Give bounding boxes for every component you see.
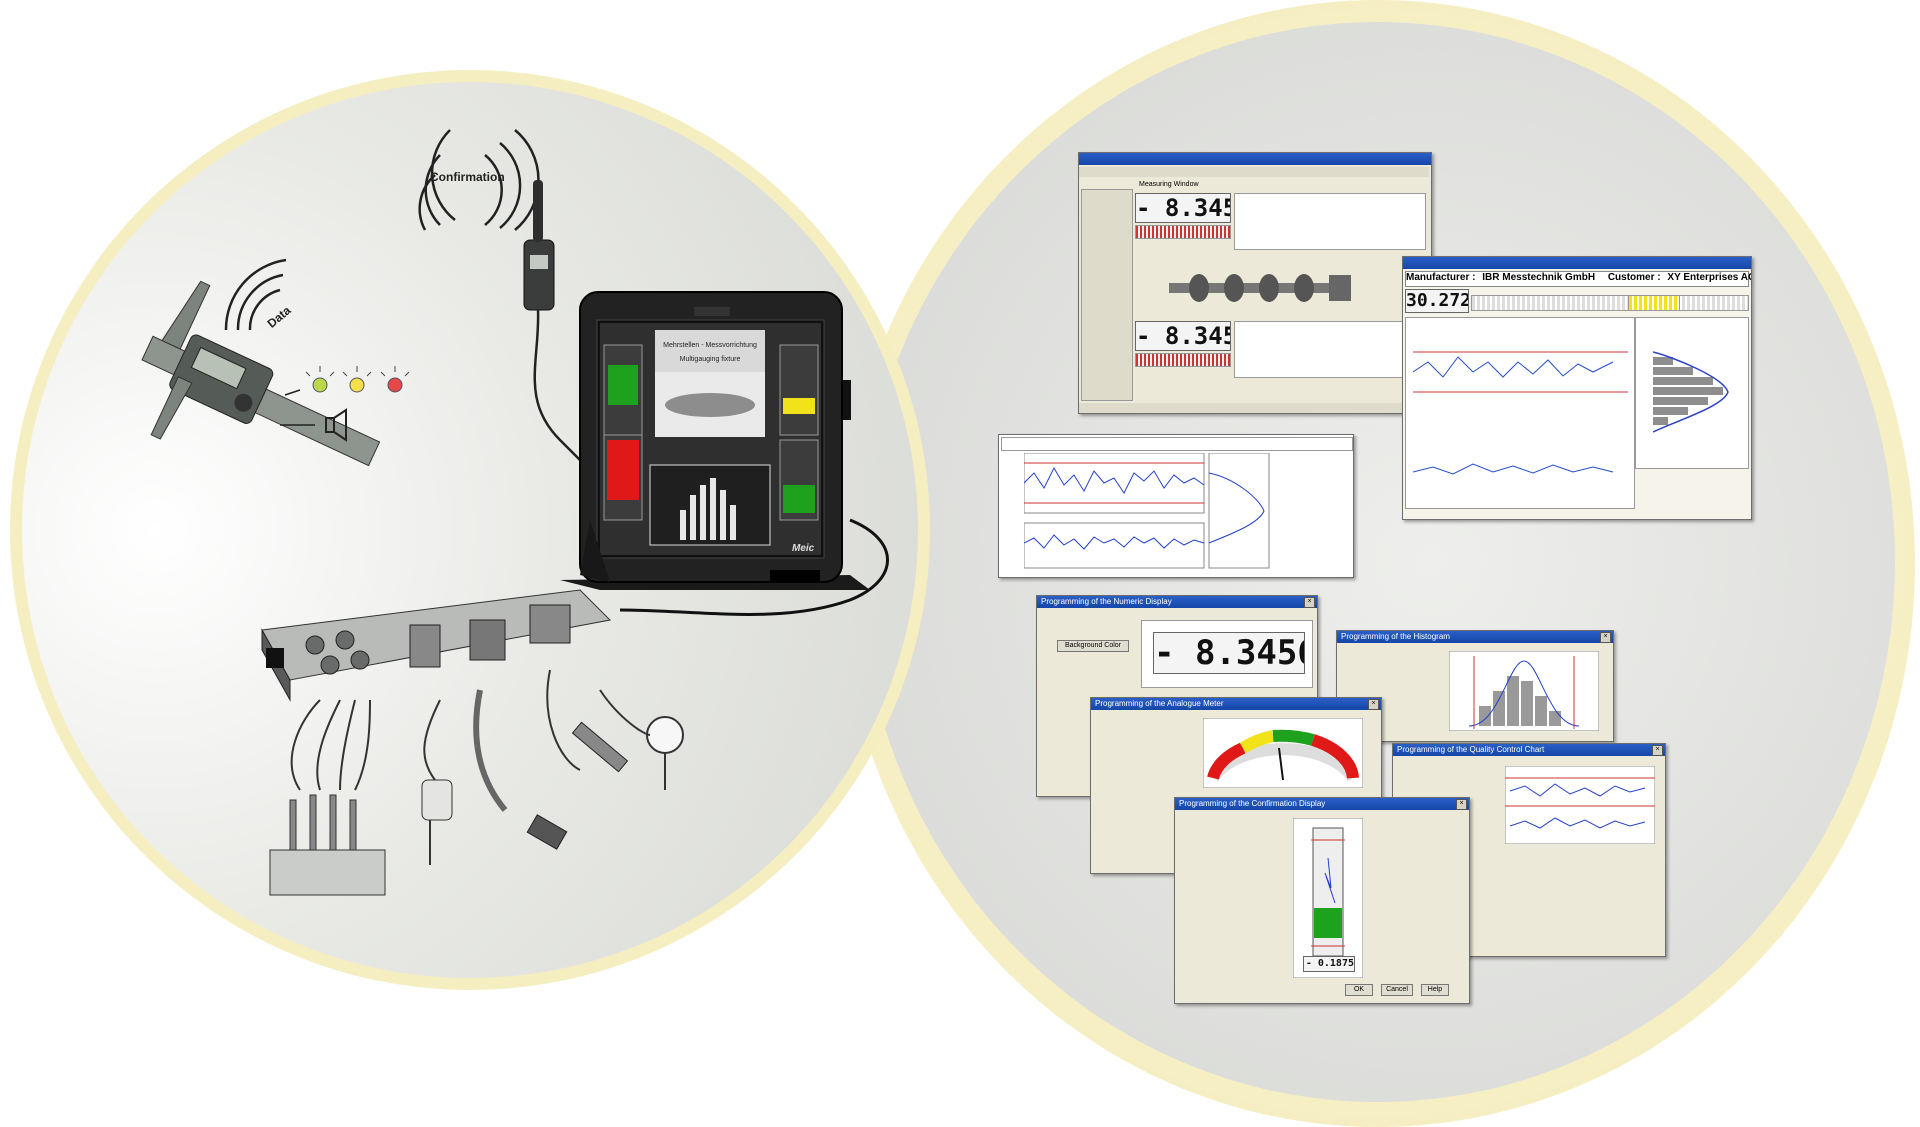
caliper-icon: [141, 280, 381, 467]
dial-indicator-icon: [599, 689, 684, 790]
numeric-display-value: - 8.3456: [1153, 632, 1305, 674]
measuring-value-top: - 8.3456: [1135, 193, 1231, 223]
histogram-title: Programming of the Histogram: [1341, 632, 1450, 641]
run-chart-header: [1001, 437, 1353, 451]
interface-hub: [261, 589, 612, 702]
customer-name: XY Enterprises AG: [1667, 272, 1752, 283]
device-title-line1: Mehrstellen - Messvorrichtung: [663, 342, 757, 349]
speaker-icon: [325, 408, 347, 442]
quality-chart-close-icon[interactable]: ×: [1652, 745, 1663, 756]
manufacturer-window[interactable]: Manufacturer : IBR Messtechnik GmbH Cust…: [1402, 256, 1752, 520]
manufacturer-bar: [1471, 295, 1749, 311]
run-chart-plot: [1024, 453, 1270, 569]
ok-button[interactable]: OK: [1345, 984, 1373, 996]
manufacturer-name: IBR Messtechnik GmbH: [1482, 272, 1596, 283]
quality-chart-title: Programming of the Quality Control Chart: [1397, 745, 1545, 754]
analogue-meter-gauge: [1203, 718, 1363, 788]
confirmation-display-title: Programming of the Confirmation Display: [1179, 799, 1326, 808]
numeric-display-close-icon[interactable]: ×: [1304, 597, 1315, 608]
measuring-window-titlebar[interactable]: [1079, 153, 1431, 165]
quality-chart-window[interactable]: Programming of the Quality Control Chart…: [1392, 743, 1666, 957]
quality-chart-titlebar[interactable]: Programming of the Quality Control Chart: [1393, 744, 1665, 756]
analogue-meter-window[interactable]: Programming of the Analogue Meter ×: [1090, 697, 1382, 874]
help-button[interactable]: Help: [1421, 984, 1449, 996]
histogram-preview: [1449, 651, 1599, 731]
confirmation-value: - 0.1875: [1303, 956, 1355, 972]
analogue-meter-title: Programming of the Analogue Meter: [1095, 699, 1224, 708]
hardware-illustration: [141, 129, 889, 896]
device-title-line2: Multigauging fixture: [679, 356, 741, 363]
footswitch-icon: [421, 699, 453, 865]
measuring-bar-bottom: [1135, 353, 1231, 367]
histogram-bars: [1653, 351, 1729, 433]
manufacturer-line-chart: [1413, 351, 1628, 475]
confirmation-display-close-icon[interactable]: ×: [1456, 799, 1467, 810]
histogram-titlebar[interactable]: Programming of the Histogram: [1337, 631, 1613, 643]
quality-chart-preview: [1505, 766, 1655, 844]
micrometer-icon: [546, 669, 629, 773]
manufacturer-header: Manufacturer : IBR Messtechnik GmbH Cust…: [1405, 271, 1752, 287]
confirmation-display-window[interactable]: Programming of the Confirmation Display …: [1174, 797, 1470, 1004]
measuring-window-title: Measuring Window: [1139, 181, 1199, 188]
manufacturer-bar-yellow: [1628, 295, 1680, 311]
measuring-toolbar: [1079, 167, 1429, 177]
background-color-button[interactable]: Background Color: [1057, 640, 1129, 652]
measuring-side-panel: [1081, 189, 1133, 401]
tablet-display: [560, 291, 870, 590]
sensor-icon: [473, 689, 568, 850]
numeric-display-title: Programming of the Numeric Display: [1041, 597, 1172, 606]
confirmation-gauge: [1293, 818, 1363, 978]
histogram-close-icon[interactable]: ×: [1600, 632, 1611, 643]
measuring-chart-bottom: [1234, 321, 1426, 378]
probe-fixture-icon: [269, 699, 386, 896]
numeric-display-window[interactable]: Programming of the Numeric Display × Bac…: [1036, 595, 1318, 797]
cancel-button[interactable]: Cancel: [1381, 984, 1413, 996]
analogue-meter-titlebar[interactable]: Programming of the Analogue Meter: [1091, 698, 1381, 710]
histogram-window[interactable]: Programming of the Histogram ×: [1336, 630, 1614, 742]
confirmation-label: Confirmation: [430, 170, 505, 184]
measuring-window[interactable]: Measuring Window - 8.3456 - 8.3456: [1078, 152, 1432, 414]
analogue-meter-close-icon[interactable]: ×: [1368, 699, 1379, 710]
signal-lights-icon: [305, 366, 410, 393]
device-brand: Meic: [792, 543, 815, 554]
numeric-display-titlebar[interactable]: Programming of the Numeric Display: [1037, 596, 1317, 608]
run-chart-window[interactable]: [998, 434, 1354, 578]
confirmation-display-titlebar[interactable]: Programming of the Confirmation Display: [1175, 798, 1469, 810]
measuring-chart-top: [1234, 193, 1426, 250]
measuring-taskbar: [1079, 403, 1429, 413]
manufacturer-chart-main: [1405, 317, 1635, 509]
measuring-value-bottom: - 8.3456: [1135, 321, 1231, 351]
manufacturer-value: 30.2720: [1405, 289, 1469, 313]
measuring-bar-top: [1135, 225, 1231, 239]
customer-label: Customer :: [1607, 272, 1661, 283]
manufacturer-label: Manufacturer :: [1406, 272, 1476, 283]
camshaft-image: [1169, 274, 1351, 302]
manufacturer-window-titlebar[interactable]: [1403, 257, 1751, 269]
